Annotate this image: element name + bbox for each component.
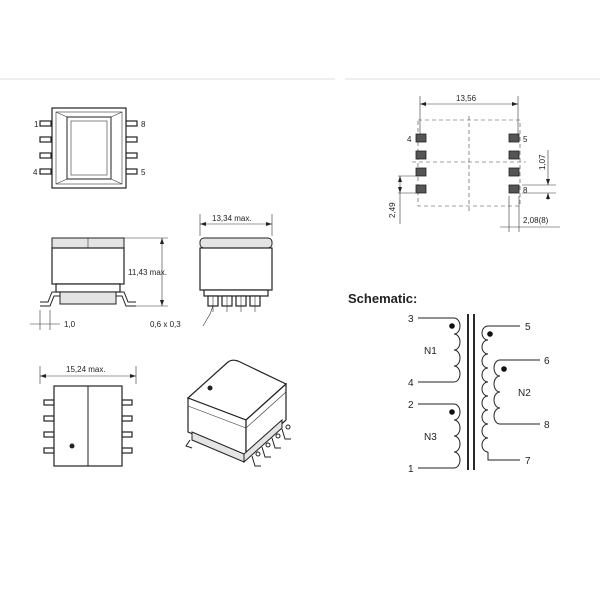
sch-pin-7-label: 7 bbox=[525, 456, 531, 467]
sch-pin-8-label: 8 bbox=[544, 420, 550, 431]
dim-pin-span-label: 1,0 bbox=[64, 320, 76, 329]
dim-side-width-label: 13,34 max. bbox=[212, 214, 252, 223]
sch-pin-4-label: 4 bbox=[408, 378, 414, 389]
pkg-pin-5-label: 5 bbox=[141, 168, 146, 177]
schematic-title: Schematic: bbox=[348, 291, 417, 306]
iso-pin1-marker-dot bbox=[207, 385, 213, 391]
dim-bottom-width-label: 15,24 max. bbox=[66, 365, 106, 374]
footprint bbox=[412, 116, 526, 212]
fp-pin-5-label: 5 bbox=[523, 135, 528, 144]
winding-n2-label: N2 bbox=[518, 388, 531, 399]
pkg-pin-8-label: 8 bbox=[141, 120, 146, 129]
dim-pad-size-label: 2,08(8) bbox=[523, 216, 549, 225]
side-view-package bbox=[199, 237, 273, 312]
dim-pin-section-label: 0,6 x 0,3 bbox=[150, 320, 181, 329]
sch-pin-2-label: 2 bbox=[408, 400, 414, 411]
sch-pin-5-label: 5 bbox=[525, 322, 531, 333]
isometric-package bbox=[185, 359, 291, 467]
primary-right-polarity-dot bbox=[487, 331, 493, 337]
fp-pin-4-label: 4 bbox=[407, 135, 412, 144]
sch-pin-6-label: 6 bbox=[544, 356, 550, 367]
front-view-package bbox=[40, 237, 136, 307]
fp-pin-8-label: 8 bbox=[523, 186, 528, 195]
pkg-pin-1-label: 1 bbox=[34, 120, 39, 129]
dim-height-label: 11,43 max. bbox=[128, 268, 167, 277]
dim-top-width-label: 13,56 bbox=[456, 94, 477, 103]
n2-polarity-dot bbox=[501, 366, 507, 372]
n3-polarity-dot bbox=[449, 409, 455, 415]
schematic-circuit bbox=[418, 314, 540, 470]
winding-n3-label: N3 bbox=[424, 432, 437, 443]
n1-polarity-dot bbox=[449, 323, 455, 329]
top-view-package bbox=[39, 107, 138, 189]
bottom-view-package bbox=[43, 385, 133, 467]
winding-n1-label: N1 bbox=[424, 346, 437, 357]
pin1-marker-dot bbox=[69, 443, 75, 449]
sch-pin-1-label: 1 bbox=[408, 464, 414, 475]
dim-pad-pitch-label: 1,07 bbox=[538, 154, 547, 170]
sch-pin-3-label: 3 bbox=[408, 314, 414, 325]
pkg-pin-4-label: 4 bbox=[33, 168, 38, 177]
dim-pad-offset-label: 2,49 bbox=[388, 202, 397, 218]
